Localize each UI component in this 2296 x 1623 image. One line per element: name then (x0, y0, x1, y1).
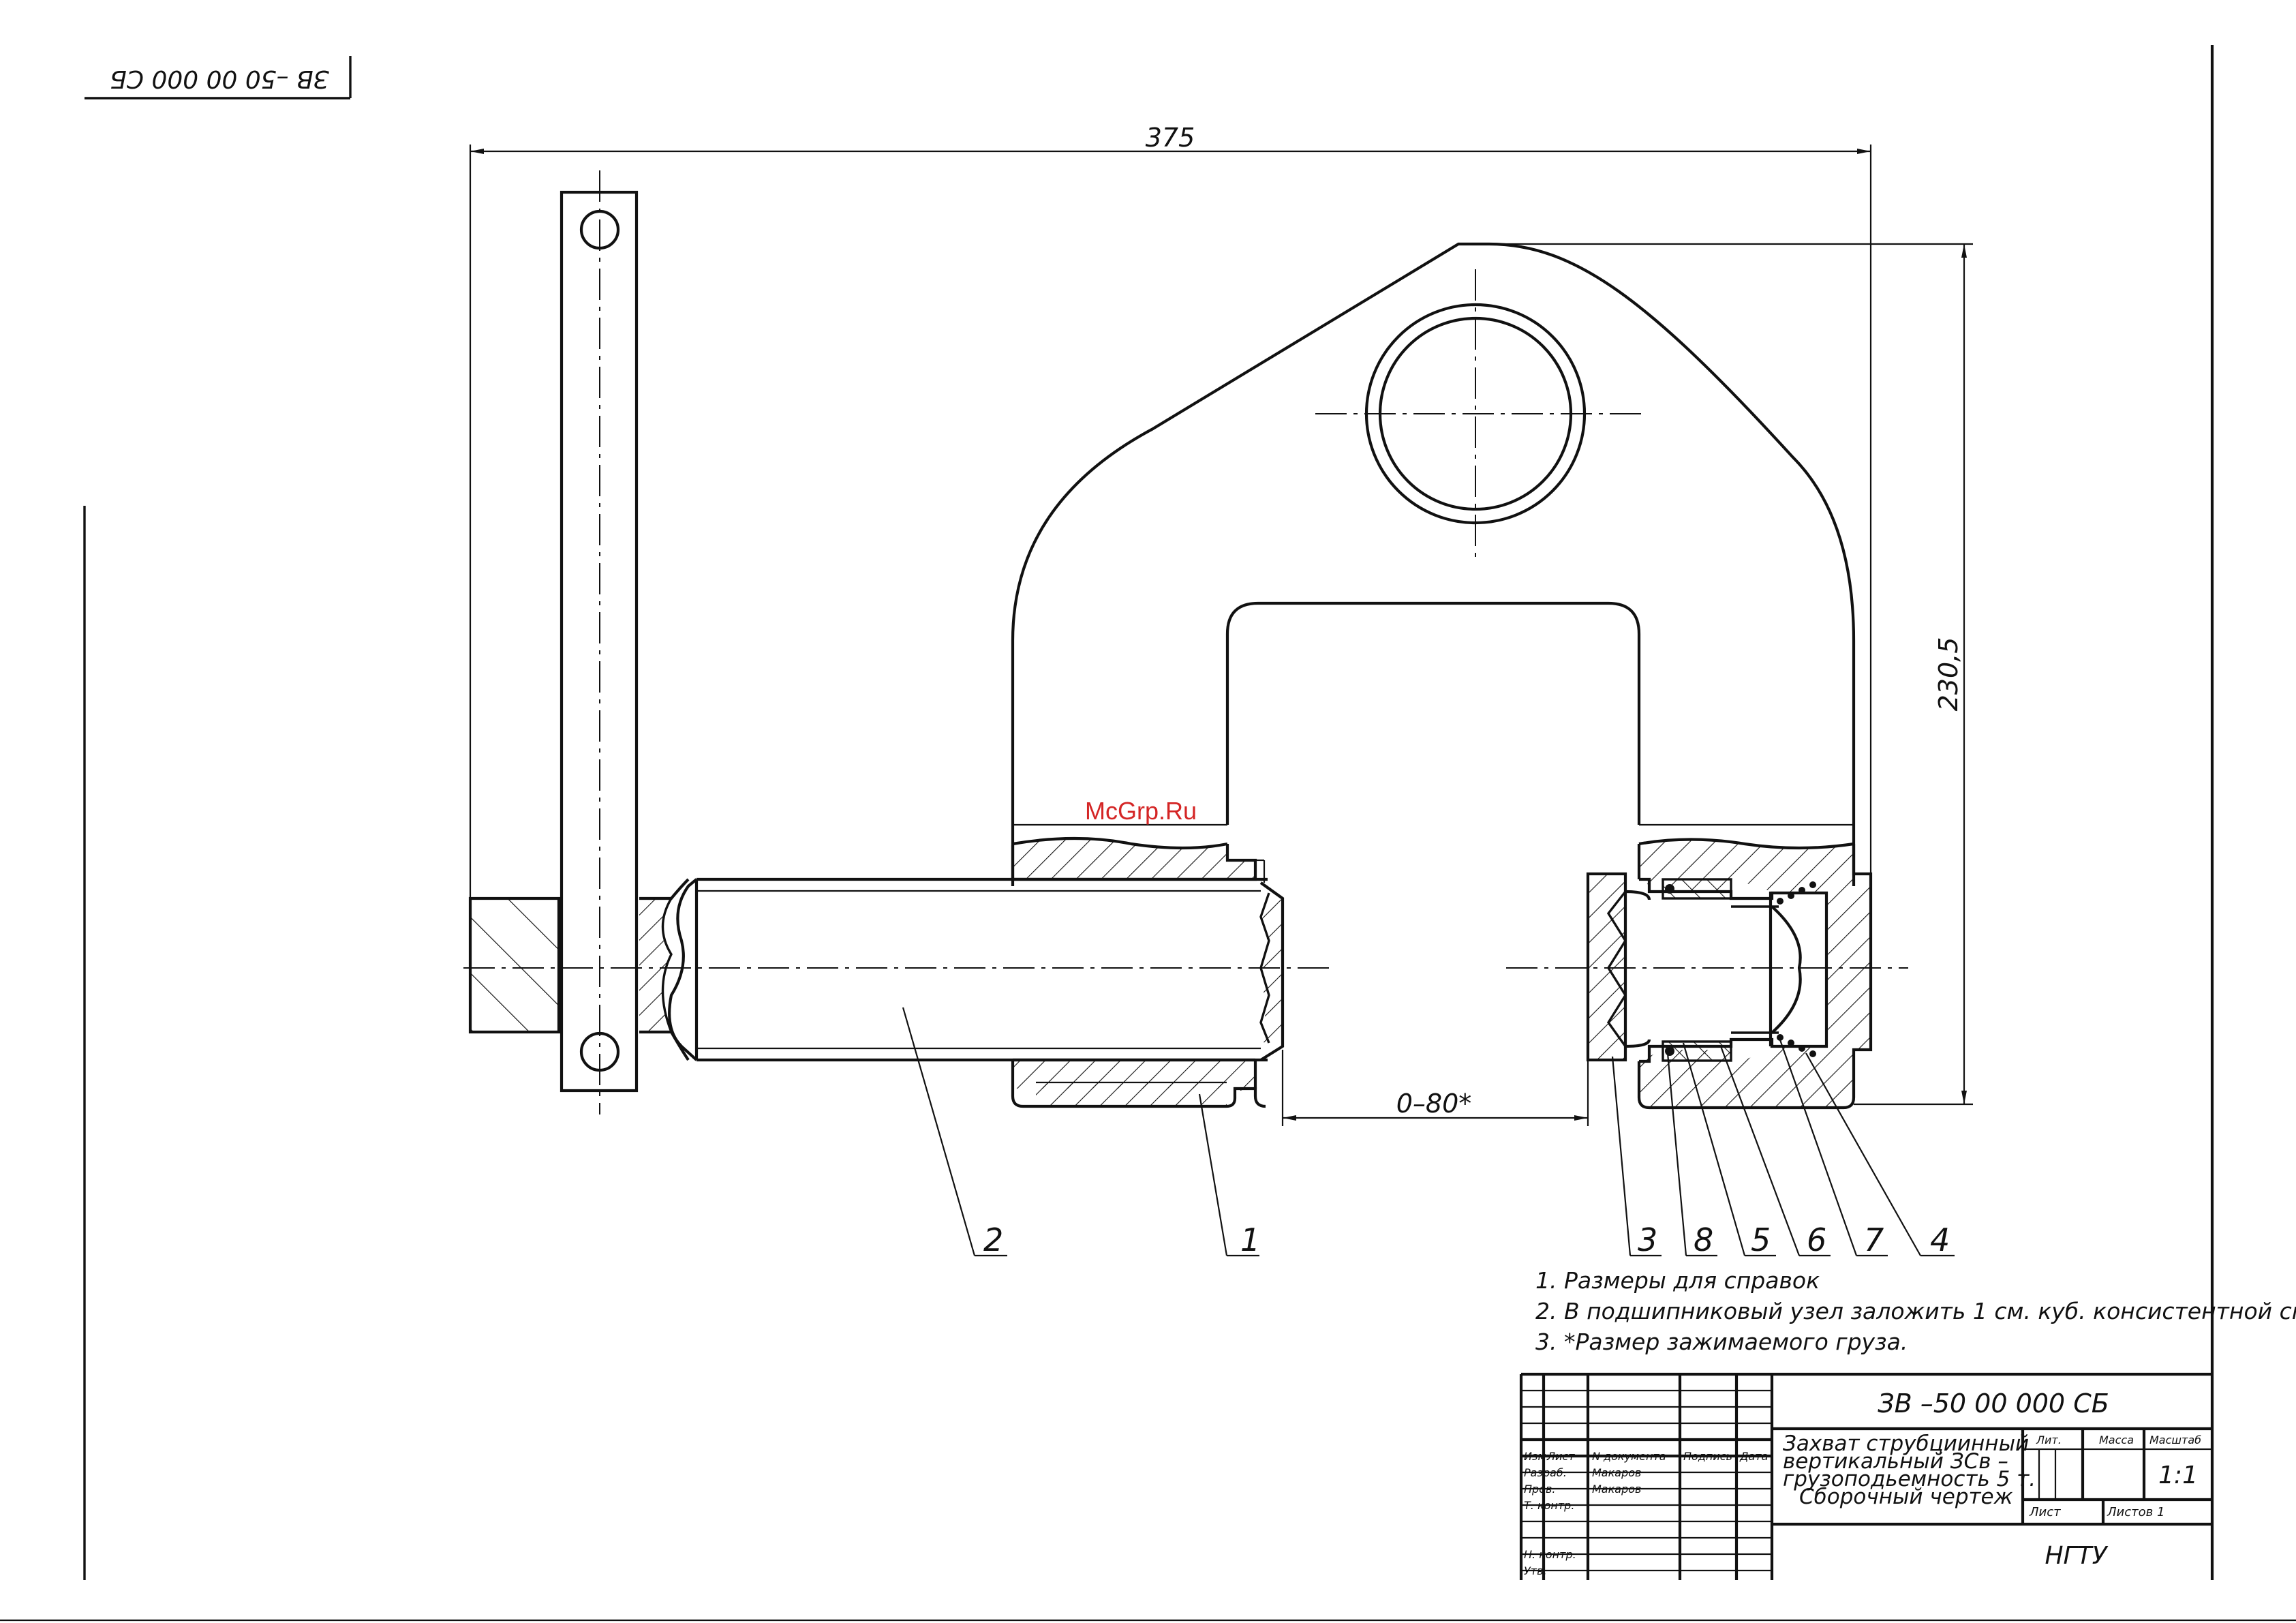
dimension-clamp-range-text: 0–80* (1396, 1089, 1472, 1119)
note-3: 3. *Размер зажимаемого груза. (1535, 1329, 1908, 1355)
dimension-230-5: 230,5 (1472, 243, 1973, 1106)
hdr-date: Дата (1739, 1450, 1768, 1463)
callout-4: 4 (1930, 1222, 1950, 1258)
hdr-izm: Изм. (1524, 1450, 1550, 1463)
dimension-375-text: 375 (1146, 123, 1195, 153)
designation: ЗВ –50 00 000 СБ (1878, 1389, 2109, 1419)
hdr-list: Лист (1546, 1450, 1575, 1463)
callout-5: 5 (1751, 1222, 1771, 1258)
callout-7: 7 (1864, 1222, 1884, 1258)
technical-notes: 1. Размеры для справок 2. В подшипниковы… (1535, 1267, 2296, 1355)
role-t-kontr: Т. контр. (1524, 1499, 1574, 1512)
screw-part-2 (668, 877, 1285, 1062)
callout-8: 8 (1694, 1222, 1713, 1258)
right-jaw-assembly (1637, 838, 1873, 1110)
note-1: 1. Размеры для справок (1535, 1267, 1820, 1294)
hdr-signature: Подпись (1683, 1450, 1732, 1463)
hdr-scale: Масштаб (2149, 1434, 2201, 1446)
organization: НГТУ (2045, 1542, 2108, 1570)
name-razrab: Макаров (1592, 1466, 1641, 1479)
clamp-frame-body (1011, 242, 1856, 886)
watermark: McGrp.Ru (1085, 797, 1197, 825)
note-2: 2. В подшипниковый узел заложить 1 см. к… (1535, 1298, 2296, 1324)
name-line-4: Сборочный чертеж (1799, 1485, 2013, 1509)
scale-value: 1:1 (2158, 1461, 2198, 1489)
dimension-230-5-text: 230,5 (1933, 637, 1963, 712)
name-line-2: вертикальный ЗСв – (1783, 1449, 2008, 1474)
sheet-frame (0, 45, 2296, 1622)
callout-leaders (902, 1007, 1955, 1257)
pressure-pad-part-3 (1586, 872, 1651, 1062)
callout-1: 1 (1240, 1222, 1260, 1258)
hdr-sheets: Листов 1 (2107, 1505, 2164, 1519)
role-razrab: Разраб. (1524, 1466, 1567, 1479)
hdr-doc-no: N документа (1592, 1450, 1666, 1463)
name-prov: Макаров (1592, 1483, 1641, 1496)
role-n-kontr: Н. контр. (1524, 1548, 1576, 1561)
retaining-ring-dots (1777, 881, 1816, 1057)
name-line-3: грузоподьемность 5 т. (1783, 1467, 2036, 1491)
callout-numbers: 2 1 3 8 5 6 7 4 (983, 1222, 1950, 1258)
dimension-375: 375 (469, 123, 1872, 898)
tommy-bar (560, 170, 639, 1114)
mirrored-code-stamp: ЗВ –50 00 000 СБ (85, 56, 352, 100)
hdr-mass: Масса (2099, 1434, 2134, 1446)
hdr-sheet: Лист (2029, 1505, 2061, 1519)
role-utv: Утв. (1524, 1564, 1547, 1577)
title-block: Изм. Лист N документа Подпись Дата Разра… (1519, 1372, 2212, 1580)
role-prov: Пров. (1524, 1483, 1556, 1496)
dimension-clamp-range: 0–80* (1281, 1050, 1589, 1126)
name-line-1: Захват струбциинный (1783, 1431, 2029, 1456)
callout-3: 3 (1638, 1222, 1657, 1258)
handle-collar (468, 878, 690, 1061)
callout-6: 6 (1807, 1222, 1826, 1258)
mirrored-code-text: ЗВ –50 00 000 СБ (110, 65, 329, 93)
callout-2: 2 (983, 1222, 1003, 1258)
hdr-lit: Лит. (2036, 1434, 2062, 1446)
